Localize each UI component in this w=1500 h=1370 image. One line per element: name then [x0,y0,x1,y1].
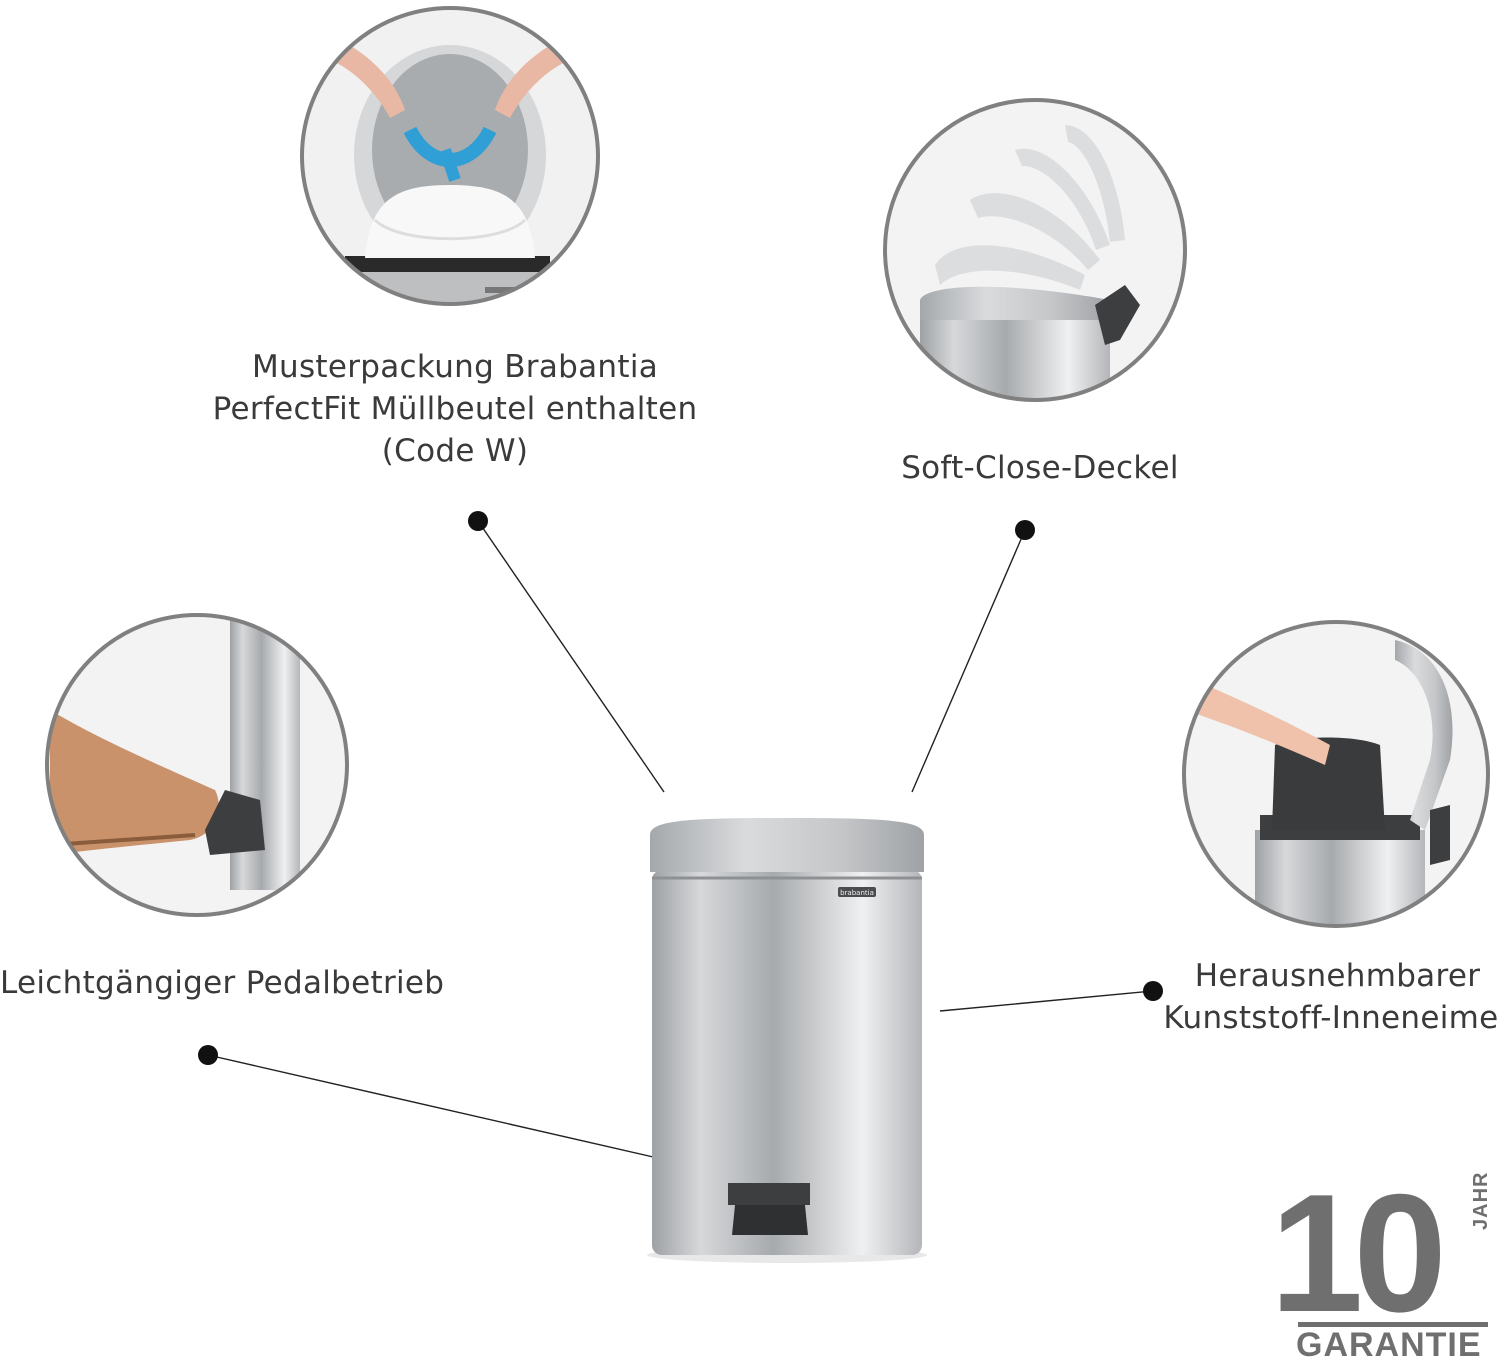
guarantee-word: GARANTIE [1296,1326,1482,1364]
callout-dot-bags [468,511,488,531]
pedal-bin-product: brabantia [647,818,927,1263]
inner-bucket-line-1: Herausnehmbarer [1194,958,1481,994]
inner-bucket-detail-image [1182,620,1490,928]
pedal-feature-label: Leichtgängiger Pedalbetrieb [0,965,445,1001]
bag-feature-line-1: Musterpackung Brabantia [251,349,659,385]
soft-close-detail-image [883,98,1187,402]
guarantee-divider [1298,1322,1488,1327]
inner-bucket-line-2: Kunststoff-Inneneimer [1163,1000,1500,1036]
bag-detail-image [300,6,600,306]
guarantee-unit: JAHR [1470,1171,1492,1230]
bag-feature-label: Musterpackung Brabantia PerfectFit Müllb… [210,346,700,472]
pedal-detail-image [45,613,349,917]
callout-dot-lid [1015,520,1035,540]
guarantee-number: 10 [1270,1159,1447,1347]
brand-mark: brabantia [840,889,874,897]
bag-feature-line-2: PerfectFit Müllbeutel enthalten [212,391,698,427]
callout-lines [198,511,1163,1171]
soft-close-feature-label: Soft-Close-Deckel [901,450,1179,486]
bag-feature-line-3: (Code W) [381,433,529,469]
guarantee-badge: 10 JAHR GARANTIE [1270,1159,1495,1370]
callout-dot-inner [1143,981,1163,1001]
inner-bucket-feature-label: Herausnehmbarer Kunststoff-Inneneimer [1160,955,1500,1039]
callout-dot-pedal [198,1045,218,1065]
